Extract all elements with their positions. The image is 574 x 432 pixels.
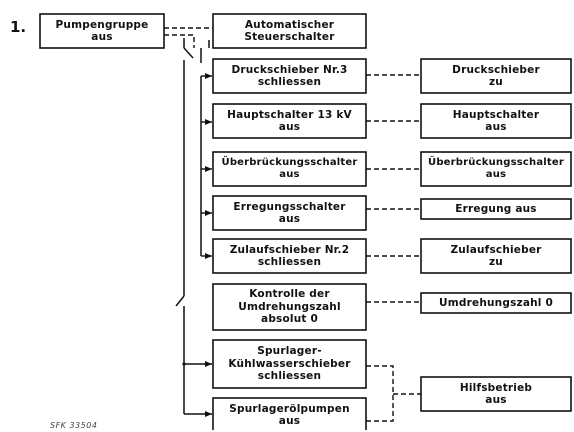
result-label-hilfsbetrieb: Hilfsbetrieb aus [459, 381, 533, 406]
result-box-6 [420, 292, 572, 314]
junction-dot [182, 362, 186, 366]
action-label-hauptschalter: Hauptschalter 13 kV aus [227, 108, 352, 133]
action-box-8 [212, 339, 367, 389]
action-box-1 [212, 13, 367, 49]
action-box-9 [212, 397, 367, 430]
result-label-ueberbrueckung: Überbrückungsschalter aus [428, 157, 564, 180]
action-label-umdrehung: Kontrolle der Umdrehungszahl absolut 0 [238, 288, 341, 326]
result-box-4 [420, 198, 572, 220]
action-label-kuehlwasser: Spurlager- Kühlwasserschieber schliessen [228, 345, 351, 383]
source-box-label: Pumpengruppe aus [55, 18, 149, 43]
step-number: 1. [10, 18, 27, 36]
dashed-source-down [164, 34, 195, 48]
result-box-5 [420, 238, 572, 274]
action-box-7 [212, 283, 367, 331]
result-box-1 [420, 58, 572, 94]
result-label-erregung: Erregung aus [455, 202, 537, 215]
result-label-umdrehung: Umdrehungszahl 0 [439, 296, 553, 309]
result-label-hauptschalter: Hauptschalter aus [452, 108, 540, 133]
action-label-steuerschalter: Automatischer Steuerschalter [244, 18, 335, 43]
signature: SFK 33504 [50, 421, 98, 430]
result-box-2 [420, 103, 572, 139]
action-label-druckschieber: Druckschieber Nr.3 schliessen [231, 63, 348, 88]
switch-1 [183, 47, 194, 59]
action-box-2 [212, 58, 367, 94]
action-label-ueberbrueckung: Überbrückungsschalter aus [221, 157, 358, 180]
source-box [39, 13, 165, 49]
action-label-erregung: Erregungsschalter aus [233, 200, 346, 225]
switch-2 [175, 295, 185, 307]
action-label-oelpumpen: Spurlagerölpumpen aus [229, 402, 350, 427]
action-label-zulauf: Zulaufschieber Nr.2 schliessen [229, 243, 350, 268]
result-label-druckschieber: Druckschieber zu [452, 63, 540, 88]
dashed-bracket [366, 365, 394, 422]
action-box-5 [212, 195, 367, 231]
result-label-zulauf: Zulaufschieber zu [450, 243, 542, 268]
result-box-3 [420, 151, 572, 187]
